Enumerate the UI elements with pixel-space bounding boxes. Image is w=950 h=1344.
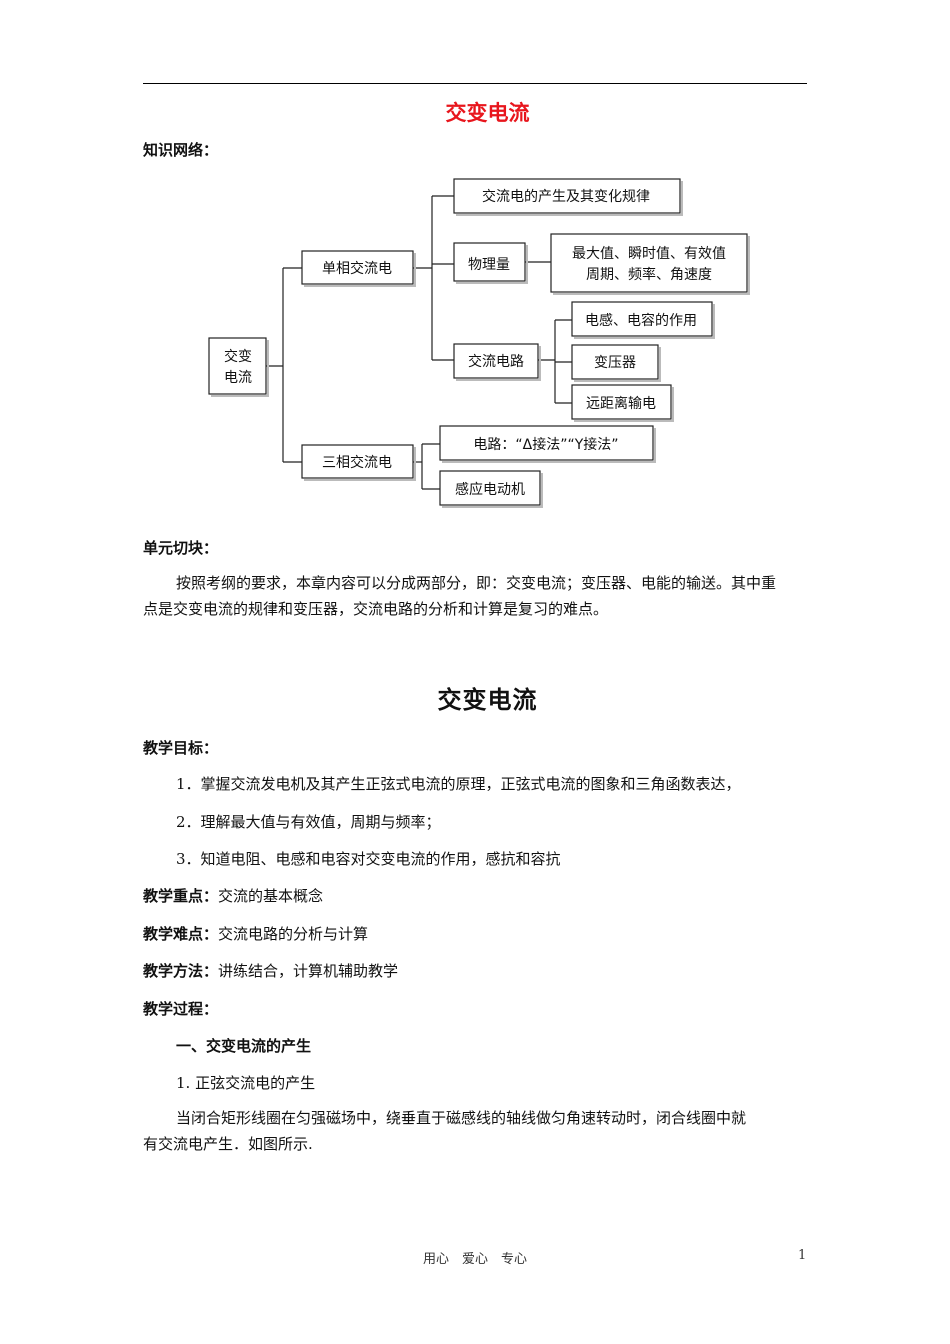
method-label: 教学方法： [143, 962, 219, 980]
diagram-long-distance: 远距离输电 [586, 395, 656, 412]
difficulty-value: 交流电路的分析与计算 [218, 925, 369, 943]
document-title: 交变电流 [445, 101, 530, 125]
part1-paragraph-line2: 有交流电产生．如图所示. [143, 1135, 313, 1153]
difficulty-label: 教学难点： [143, 925, 219, 943]
key-point-label: 教学重点： [143, 887, 219, 905]
header-rule [143, 83, 807, 84]
diagram-transformer: 变压器 [594, 355, 636, 371]
unit-blocks-heading: 单元切块： [143, 539, 219, 557]
diagram-root-line2: 电流 [224, 370, 252, 386]
diagram-quantities-line1: 最大值、瞬时值、有效值 [572, 246, 726, 262]
unit-paragraph-line2: 点是交变电流的规律和变压器，交流电路的分析和计算是复习的难点。 [143, 600, 609, 618]
method-row: 教学方法：讲练结合，计算机辅助教学 [143, 960, 398, 981]
part1-heading: 一、交变电流的产生 [176, 1037, 312, 1055]
process-heading: 教学过程： [143, 1000, 219, 1018]
page-number: 1 [798, 1248, 807, 1263]
diagram-generation: 交流电的产生及其变化规律 [482, 188, 650, 205]
difficulty-row: 教学难点：交流电路的分析与计算 [143, 923, 368, 944]
part1-heading-row: 一、交变电流的产生 [176, 1035, 311, 1056]
knowledge-network-heading: 知识网络： [143, 141, 219, 159]
page-footer: 用心 爱心 专心 [422, 1252, 527, 1267]
diagram-three-phase: 三相交流电 [322, 454, 392, 471]
part1-subheading: 1. 正弦交流电的产生 [176, 1074, 316, 1092]
diagram-root-line1: 交变 [224, 348, 252, 365]
diagram-inductance-capacitance: 电感、电容的作用 [585, 312, 697, 329]
unit-paragraph-line1: 按照考纲的要求，本章内容可以分成两部分，即：交变电流；变压器、电能的输送。其中重 [176, 574, 777, 592]
diagram-connection: 电路：“Δ接法”“Y接法” [473, 436, 618, 453]
diagram-quantities-line2: 周期、频率、角速度 [586, 266, 712, 283]
process-heading-row: 教学过程： [143, 998, 218, 1019]
knowledge-network-diagram: 交变 电流 单相交流电 三相交流电 交流电的产生及其变化规律 物理量 最大值、瞬… [208, 178, 750, 508]
diagram-ac-circuit: 交流电路 [468, 353, 524, 370]
key-point-row: 教学重点：交流的基本概念 [143, 885, 323, 906]
goal-item-1: 1．掌握交流发电机及其产生正弦式电流的原理，正弦式电流的图象和三角函数表达， [176, 775, 741, 793]
goal-item-2: 2．理解最大值与有效值，周期与频率； [176, 813, 441, 831]
method-value: 讲练结合，计算机辅助教学 [218, 962, 399, 980]
diagram-physical-quantity: 物理量 [468, 257, 510, 273]
part1-paragraph-line1: 当闭合矩形线圈在匀强磁场中，绕垂直于磁感线的轴线做匀角速转动时，闭合线圈中就 [176, 1109, 747, 1127]
goal-item-3: 3．知道电阻、电感和电容对交变电流的作用，感抗和容抗 [176, 850, 561, 868]
lesson-title: 交变电流 [437, 685, 538, 714]
diagram-single-phase: 单相交流电 [322, 260, 392, 277]
diagram-induction-motor: 感应电动机 [455, 481, 525, 498]
key-point-value: 交流的基本概念 [218, 887, 324, 905]
goals-heading: 教学目标： [143, 739, 219, 757]
